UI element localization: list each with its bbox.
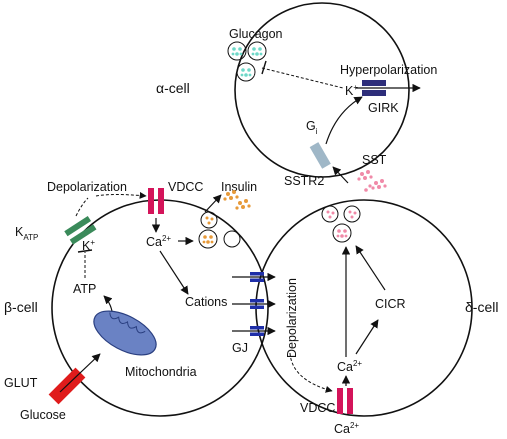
delta-depolarization-label: Depolarization	[285, 278, 299, 358]
sst-vesicle-docked-right	[343, 205, 361, 223]
insulin-label: Insulin	[221, 180, 257, 194]
insulin-vesicle-docked	[223, 230, 241, 248]
beta-vdcc-label: VDCC	[168, 180, 203, 194]
gi-to-girk-arrow	[325, 96, 363, 145]
mitochondria-organelle	[93, 310, 157, 356]
girk-channel	[362, 80, 386, 96]
cicr-label: CICR	[375, 297, 406, 311]
katp-label: KATP	[15, 225, 38, 242]
katp-channel	[64, 215, 97, 245]
alpha-k-ion-label: K+	[345, 83, 358, 98]
glucagon-granules	[227, 41, 267, 82]
girk-label: GIRK	[368, 101, 399, 115]
delta-cell-name: δ-cell	[465, 299, 498, 315]
atp-inhibition-bar	[77, 249, 93, 253]
gj-label: GJ	[232, 341, 248, 355]
ca-to-cations-arrow	[159, 250, 189, 295]
alpha-cell-membrane	[234, 2, 410, 178]
katp-to-depolarization-dashed	[75, 197, 89, 217]
beta-vdcc-channel	[148, 188, 164, 214]
ca-to-cicr-arrow	[355, 319, 379, 355]
cations-label: Cations	[185, 295, 227, 309]
delta-ca-ext-label: Ca2+	[334, 421, 359, 436]
sst-vesicle-docked-left	[321, 205, 339, 223]
sst-label: SST	[362, 153, 387, 167]
sstr2-receptor	[309, 142, 331, 169]
gi-label: Gi	[306, 119, 318, 136]
insulin-vesicle-fusing	[200, 211, 218, 229]
glucagon-inhibition-line	[261, 67, 344, 89]
glucagon-label: Glucagon	[229, 27, 283, 41]
beta-cell-name: β-cell	[4, 299, 38, 315]
glucagon-inhibition-bar	[261, 60, 267, 75]
delta-ca-label: Ca2+	[337, 359, 362, 374]
depolarization-to-vdcc-arrow	[95, 191, 147, 199]
insulin-vesicle	[198, 229, 218, 249]
glut-label: GLUT	[4, 376, 38, 390]
hyperpolarization-label: Hyperpolarization	[340, 63, 437, 77]
beta-k-ion-label: K+	[82, 238, 95, 253]
delta-vdcc-channel	[337, 388, 353, 414]
insulin-release-arrow	[204, 194, 222, 213]
alpha-cell-name: α-cell	[156, 80, 190, 96]
glucose-to-mito-arrow	[59, 353, 101, 393]
atp-label: ATP	[73, 282, 96, 296]
beta-ca-label: Ca2+	[146, 234, 171, 249]
gap-junctions	[232, 272, 276, 336]
delta-vdcc-label: VDCC	[300, 401, 335, 415]
sst-to-sstr2-arrow	[332, 166, 349, 184]
mitochondria-label: Mitochondria	[125, 365, 197, 379]
cicr-to-vesicle-arrow	[355, 245, 386, 291]
sst-vesicle	[332, 223, 352, 243]
insulin-granules-released	[223, 190, 251, 210]
beta-depolarization-label: Depolarization	[47, 180, 127, 194]
depolarization-to-delta-vdcc	[289, 352, 333, 393]
glucose-label: Glucose	[20, 408, 66, 422]
sst-granules-released	[357, 170, 387, 192]
sstr2-label: SSTR2	[284, 174, 324, 188]
